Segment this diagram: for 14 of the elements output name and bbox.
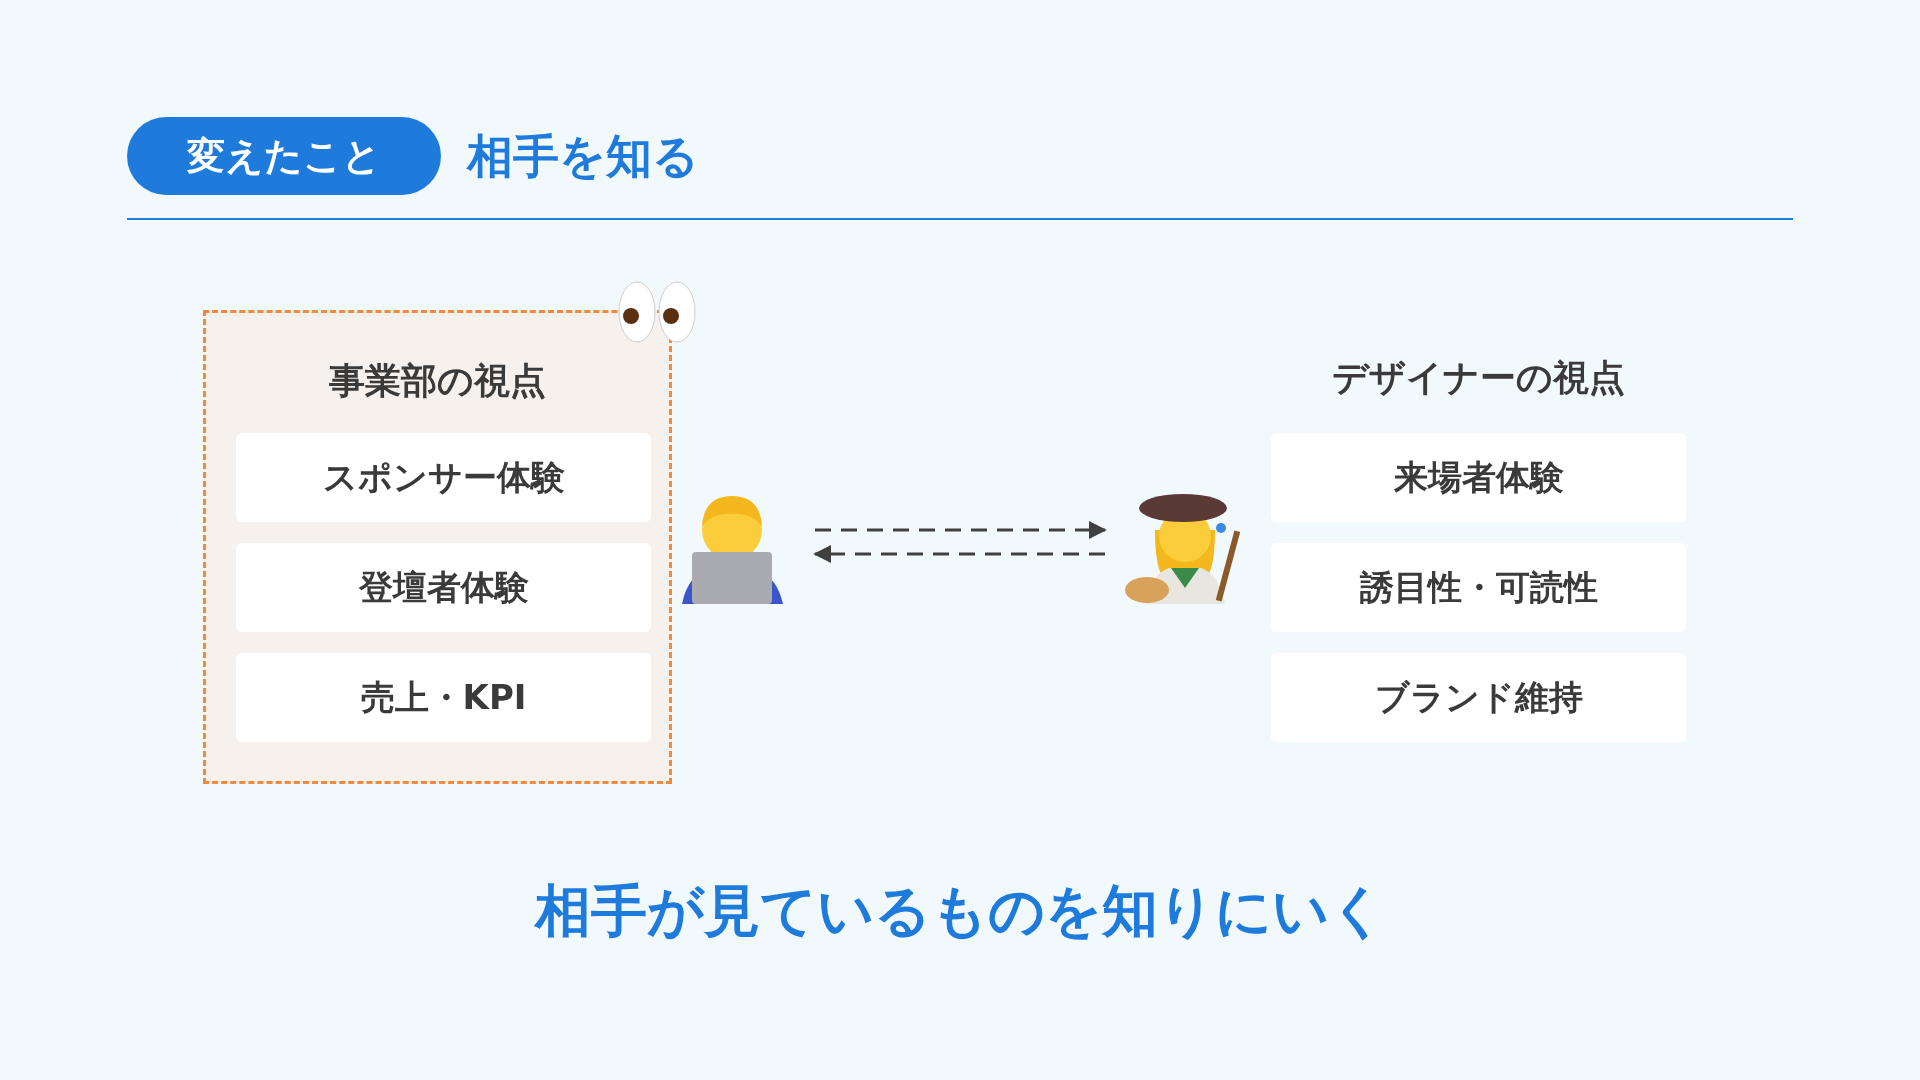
dashed-group-box (203, 310, 672, 784)
group-heading: デザイナーの視点 (1331, 356, 1626, 400)
dashed-arrow (815, 521, 1107, 539)
item-box: スポンサー体験 (236, 433, 651, 522)
slide-title: 相手を知る (467, 128, 699, 185)
item-box: 登壇者体験 (236, 543, 651, 632)
group-heading: 事業部の視点 (328, 359, 547, 403)
dashed-arrow (813, 545, 1105, 563)
item-box: 来場者体験 (1271, 433, 1686, 522)
item-box: ブランド維持 (1271, 653, 1686, 742)
section-badge: 変えたこと (127, 117, 441, 195)
item-box: 売上・KPI (236, 653, 651, 742)
caption: 相手が見ているものを知りにいく (533, 877, 1387, 945)
item-box: 誘目性・可読性 (1271, 543, 1686, 632)
